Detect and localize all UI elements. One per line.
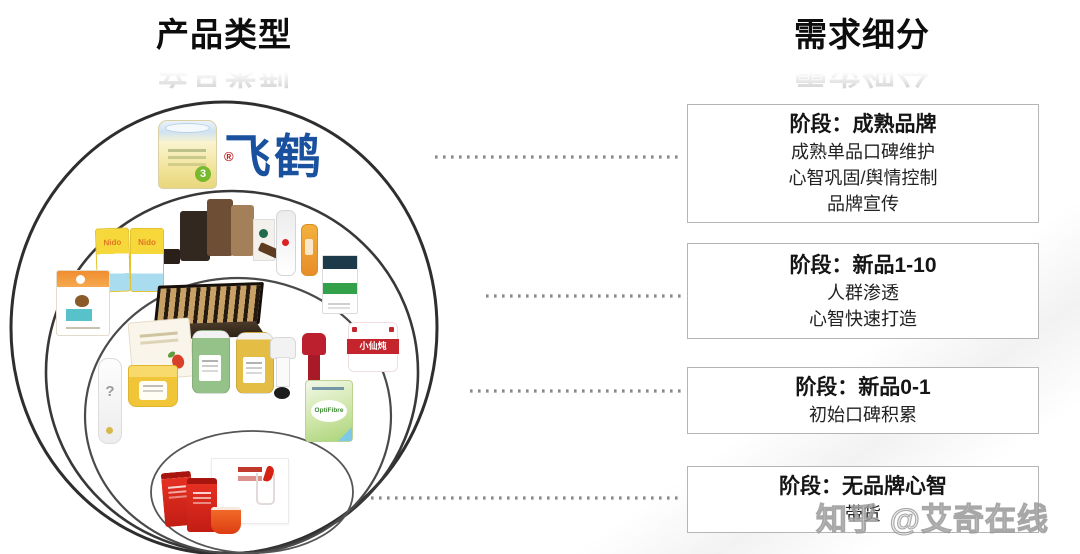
product-goji-juice-set bbox=[160, 458, 291, 536]
circle-outer-mature-brand bbox=[9, 100, 439, 554]
pet-food-text-lines bbox=[66, 327, 100, 329]
right-title-reflection: 需求细分 bbox=[794, 53, 930, 90]
chicken-illustration bbox=[75, 295, 89, 307]
product-optifibre-box: OptiFibre bbox=[305, 380, 353, 442]
question-mark-label: ? bbox=[105, 383, 115, 400]
bottle-label bbox=[199, 355, 221, 381]
milk-can-stage-badge: 3 bbox=[195, 166, 211, 182]
feihe-logo-text: 飞鹤 bbox=[224, 130, 324, 183]
machine-column bbox=[276, 357, 290, 387]
product-nido-milk-packs: Nido Nido bbox=[94, 227, 166, 293]
white-spray-bottle bbox=[276, 210, 296, 276]
jar-brand-band: 小仙炖 bbox=[347, 339, 399, 354]
stage-line: 初始口碑积累 bbox=[809, 405, 917, 425]
stage-title: 阶段：新品1-10 bbox=[789, 253, 937, 277]
stage-box-new-product-0-1: 阶段：新品0-1 初始口碑积累 bbox=[687, 367, 1039, 434]
machine-head bbox=[302, 333, 326, 355]
supplement-green-band bbox=[323, 283, 357, 294]
nido-label: Nido bbox=[138, 238, 156, 247]
product-birds-nest-jar: 小仙炖 bbox=[347, 322, 399, 372]
pet-food-bag-top bbox=[57, 271, 109, 287]
stage-title: 阶段：无品牌心智 bbox=[779, 475, 947, 498]
machine-column bbox=[308, 355, 320, 385]
stage-box-new-product-1-10: 阶段：新品1-10 人群渗透 心智快速打造 bbox=[687, 243, 1039, 339]
tub-label bbox=[139, 381, 167, 400]
stage-line: 成熟单品口碑维护 bbox=[791, 142, 935, 162]
product-feihe-brand-logo: 飞鹤® bbox=[224, 126, 344, 188]
glass-illustration bbox=[256, 473, 275, 505]
optifibre-corner-accent bbox=[338, 427, 352, 441]
stage-title: 阶段：成熟品牌 bbox=[789, 113, 937, 136]
stage-line: 心智巩固/舆情控制 bbox=[788, 168, 938, 188]
product-feihe-milk-can: 3 bbox=[158, 120, 217, 189]
stage-line: 人群渗透 bbox=[827, 282, 899, 303]
zhihu-watermark: 知乎 @艾奇在线 bbox=[815, 501, 1049, 537]
supplement-box-top bbox=[323, 256, 357, 269]
coffee-box-brown bbox=[207, 199, 233, 256]
product-cosmetic-tube: ? bbox=[98, 358, 122, 444]
stage-title: 阶段：新品0-1 bbox=[795, 376, 931, 399]
orange-bottle bbox=[301, 224, 318, 276]
green-shake-bottle bbox=[192, 330, 230, 394]
stage-line: 品牌宣传 bbox=[827, 194, 899, 214]
product-supplement-box bbox=[322, 255, 358, 314]
product-pet-food-bag bbox=[56, 270, 110, 336]
product-starbucks-coffee-set bbox=[160, 196, 295, 265]
left-column-title: 产品类型 产品类型 bbox=[150, 8, 298, 98]
circle-new-product-0-1 bbox=[83, 276, 393, 554]
milk-can-lid bbox=[165, 123, 210, 133]
stage-box-no-brand-awareness: 阶段：无品牌心智 带货 bbox=[687, 466, 1039, 533]
supplement-text-lines bbox=[328, 303, 350, 305]
bottle-label bbox=[243, 357, 265, 383]
product-yellow-tub bbox=[128, 365, 178, 407]
left-title-reflection: 产品类型 bbox=[156, 53, 292, 90]
registered-trademark-icon: ® bbox=[224, 149, 237, 164]
goji-juice-cup bbox=[211, 507, 241, 534]
yellow-shake-bottle bbox=[236, 332, 274, 394]
stage-line: 心智快速打造 bbox=[809, 308, 917, 329]
product-spray-bottles bbox=[276, 210, 328, 278]
optifibre-label: OptiFibre bbox=[311, 400, 347, 422]
machine-head bbox=[270, 337, 296, 359]
pet-food-teal-band bbox=[66, 309, 92, 321]
coffee-cup bbox=[160, 249, 180, 264]
nido-label: Nido bbox=[103, 237, 122, 248]
milk-can-label-lines bbox=[168, 149, 206, 152]
white-coffee-machine bbox=[270, 337, 296, 399]
nido-pack: Nido bbox=[130, 228, 164, 292]
left-title-text: 产品类型 bbox=[156, 16, 292, 53]
machine-base bbox=[274, 387, 290, 399]
circle-inner-no-brand bbox=[150, 430, 354, 554]
stage-line: 带货 bbox=[845, 504, 881, 524]
tub-lid bbox=[129, 366, 177, 377]
right-title-text: 需求细分 bbox=[794, 16, 930, 53]
goji-box-red-text bbox=[238, 467, 262, 472]
jar-corner-dot bbox=[352, 327, 357, 332]
jar-corner-dot bbox=[389, 327, 394, 332]
right-column-title: 需求细分 需求细分 bbox=[788, 8, 936, 98]
product-meal-shake-bottles bbox=[192, 328, 274, 394]
optifibre-top-line bbox=[312, 387, 344, 390]
coffee-box-tan bbox=[231, 205, 254, 256]
coffee-box-dark bbox=[180, 211, 210, 261]
stage-box-mature-brand: 阶段：成熟品牌 成熟单品口碑维护 心智巩固/舆情控制 品牌宣传 bbox=[687, 104, 1039, 223]
smoothie-box-text-lines bbox=[139, 331, 178, 338]
